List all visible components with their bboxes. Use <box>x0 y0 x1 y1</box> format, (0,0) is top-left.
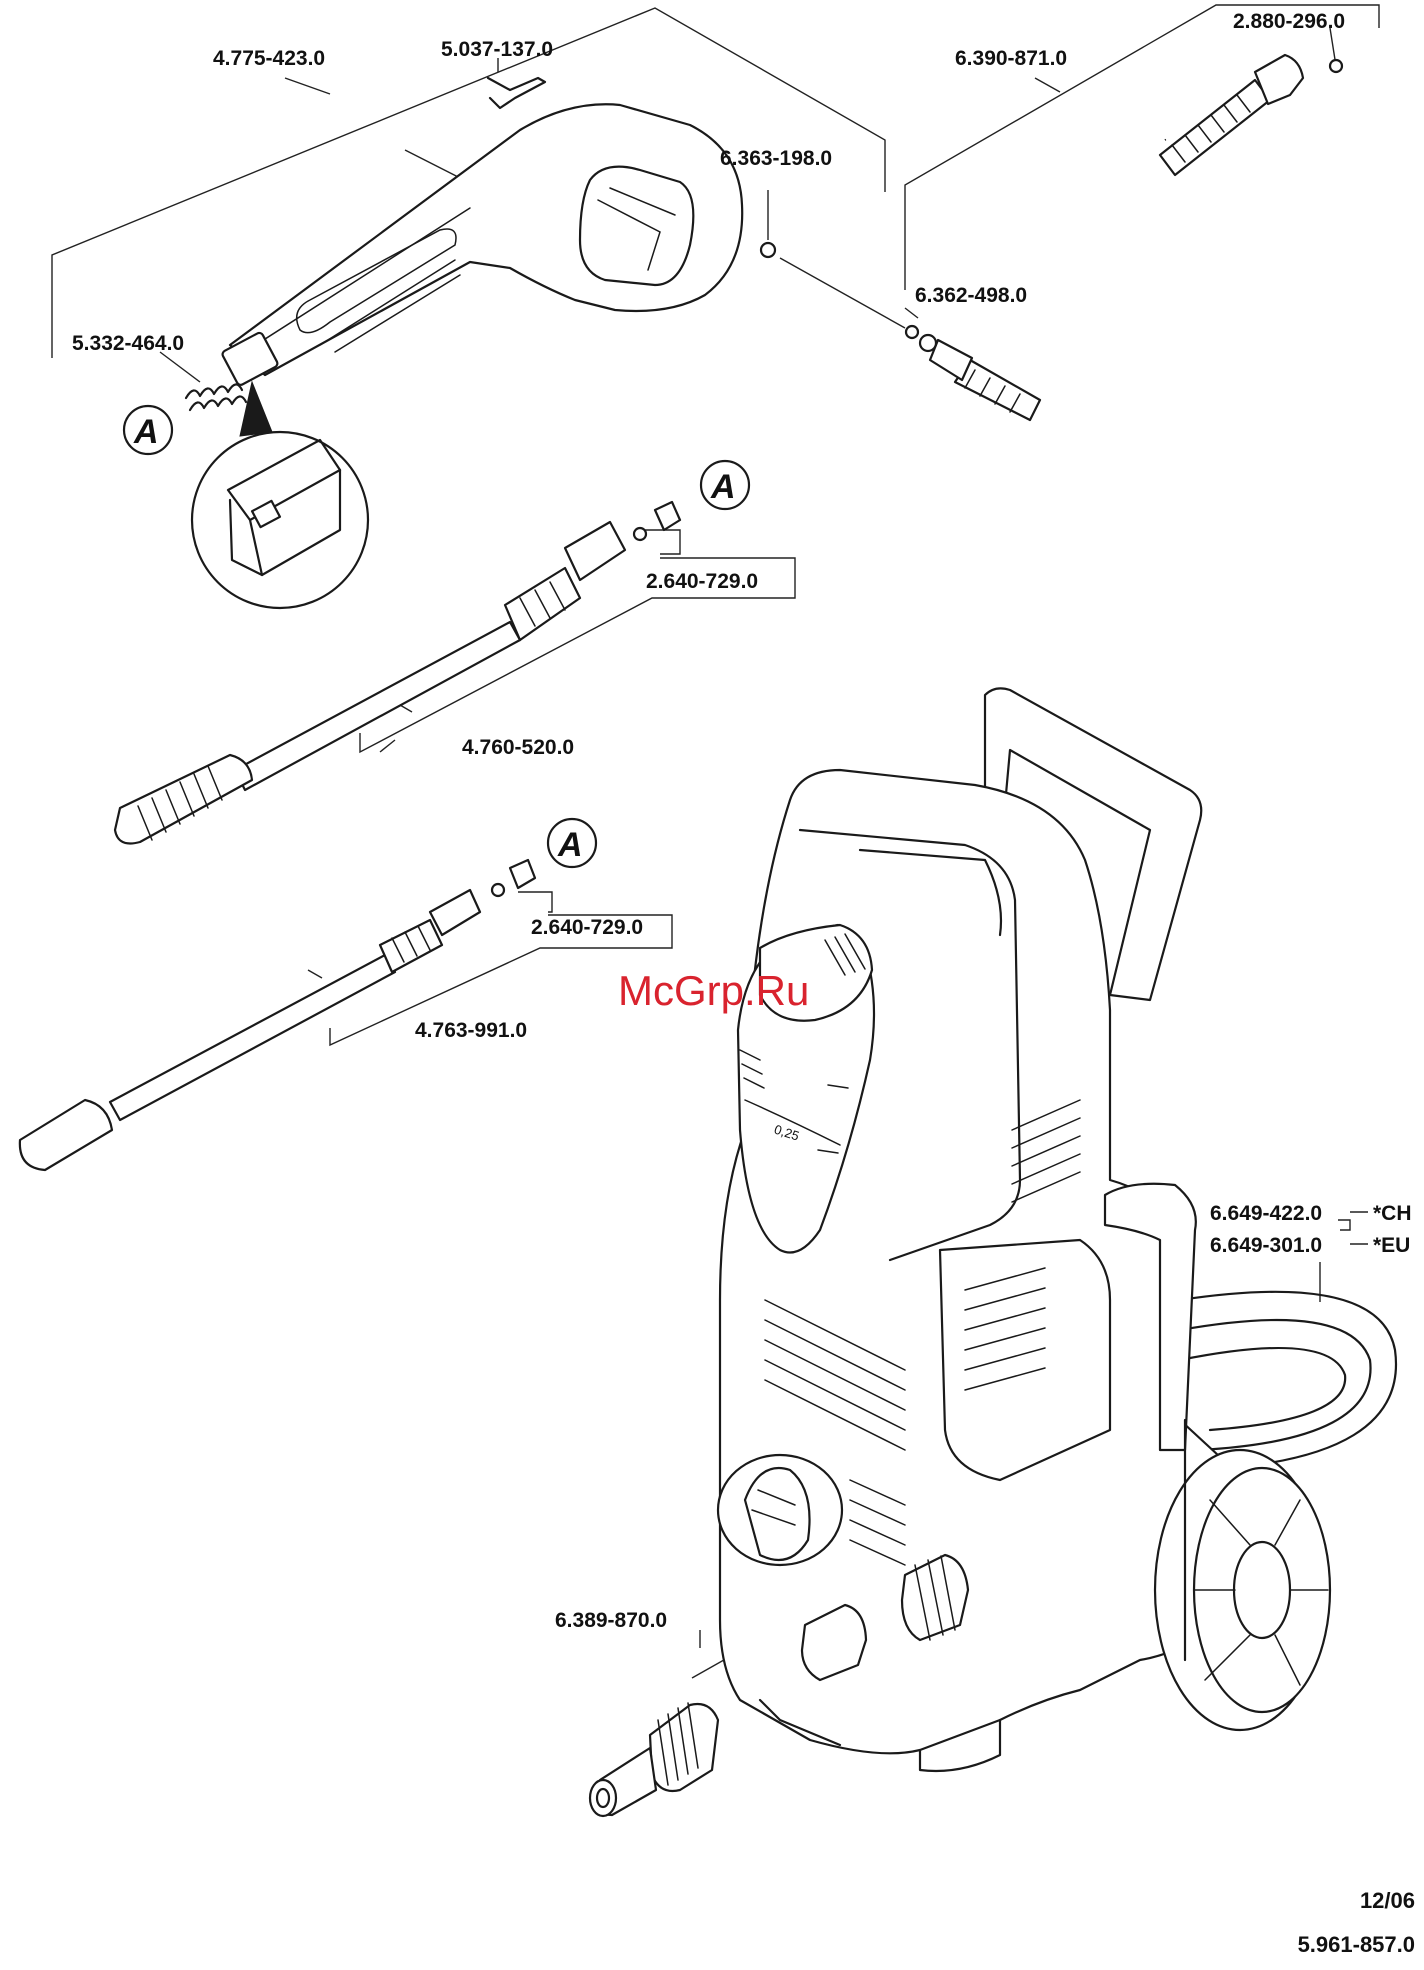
oring-hose-end-part <box>1330 60 1342 72</box>
watermark: McGrp.Ru <box>618 967 809 1014</box>
label-oring-gun: 6.363-198.0 <box>720 147 832 170</box>
high-pressure-hose <box>920 55 1303 425</box>
label-cable-eu: 6.649-301.0 <box>1210 1234 1322 1257</box>
callout-letter: A <box>557 826 583 864</box>
label-gun-assembly: 4.775-423.0 <box>213 47 325 70</box>
label-region-ch: *CH <box>1373 1202 1412 1225</box>
label-spring: 5.332-464.0 <box>72 332 184 355</box>
label-clip: 5.037-137.0 <box>441 38 553 61</box>
oring-hose-part <box>906 326 918 338</box>
label-nozzle-kit-1: 2.640-729.0 <box>646 570 758 593</box>
label-lance-2: 4.763-991.0 <box>415 1019 527 1042</box>
spray-gun <box>221 104 742 386</box>
footer-date: 12/06 <box>1360 1888 1415 1913</box>
detail-callout-a-3: A <box>548 819 596 867</box>
detail-callout-a-1: A <box>124 406 172 454</box>
callout-letter: A <box>133 413 159 451</box>
coupling-part <box>590 1703 718 1816</box>
label-nozzle-kit-2: 2.640-729.0 <box>531 916 643 939</box>
detail-magnifier <box>192 382 368 608</box>
label-hose: 6.390-871.0 <box>955 47 1067 70</box>
label-cable-ch: 6.649-422.0 <box>1210 1202 1322 1225</box>
label-lance-1: 4.760-520.0 <box>462 736 574 759</box>
pressure-washer-body: 0,25 <box>718 688 1396 1771</box>
clip-part <box>488 78 545 108</box>
detail-callout-a-2: A <box>701 461 749 509</box>
label-oring-hose-end: 2.880-296.0 <box>1233 10 1345 33</box>
label-coupling: 6.389-870.0 <box>555 1609 667 1632</box>
label-oring-hose: 6.362-498.0 <box>915 284 1027 307</box>
callout-letter: A <box>710 468 736 506</box>
footer: 12/06 5.961-857.0 <box>1298 1888 1415 1957</box>
label-region-eu: *EU <box>1373 1234 1410 1257</box>
footer-doc-number: 5.961-857.0 <box>1298 1932 1415 1957</box>
oring-gun-part <box>761 243 775 257</box>
lance-2 <box>20 860 535 1170</box>
spring-part <box>186 384 246 410</box>
